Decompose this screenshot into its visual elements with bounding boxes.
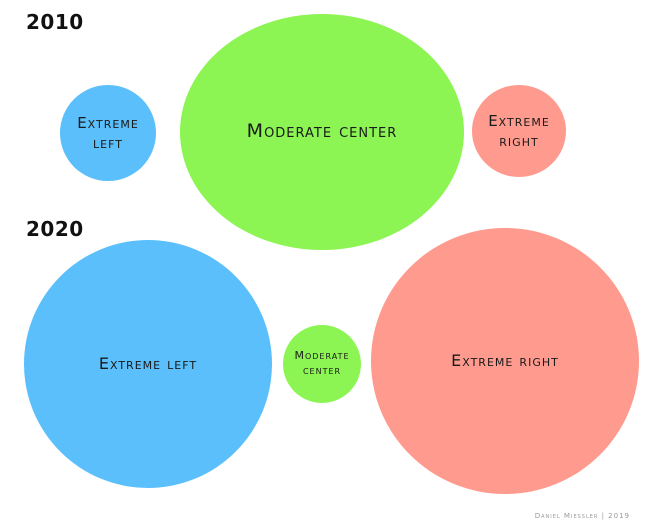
bubble-2010-extreme-left: Extreme left [60, 85, 156, 181]
bubble-2010-extreme-right-line2: right [499, 132, 539, 150]
author-credit: Daniel Miessler | 2019 [534, 512, 630, 520]
year-2020-label: 2020 [26, 217, 84, 241]
bubble-2010-moderate-center: Moderate center [180, 14, 464, 250]
bubble-2010-extreme-left-line1: Extreme [77, 113, 139, 132]
bubble-2020-moderate-center-line2: center [302, 364, 342, 377]
bubble-2020-extreme-left: Extreme left [24, 240, 272, 488]
bubble-2010-extreme-right-line1: Extreme [488, 111, 550, 130]
bubble-2020-extreme-right-line1: Extreme right [451, 351, 559, 371]
bubble-2020-extreme-right: Extreme right [371, 228, 639, 494]
bubble-2020-moderate-center: Moderate center [283, 325, 361, 403]
year-2010-label: 2010 [26, 10, 84, 34]
bubble-2010-extreme-left-line2: left [93, 134, 123, 152]
bubble-2010-extreme-right: Extreme right [472, 85, 566, 177]
bubble-2020-moderate-center-line1: Moderate [294, 349, 350, 363]
bubble-2010-moderate-center-line1: Moderate center [246, 120, 398, 143]
bubble-2020-extreme-left-line1: Extreme left [98, 354, 198, 374]
